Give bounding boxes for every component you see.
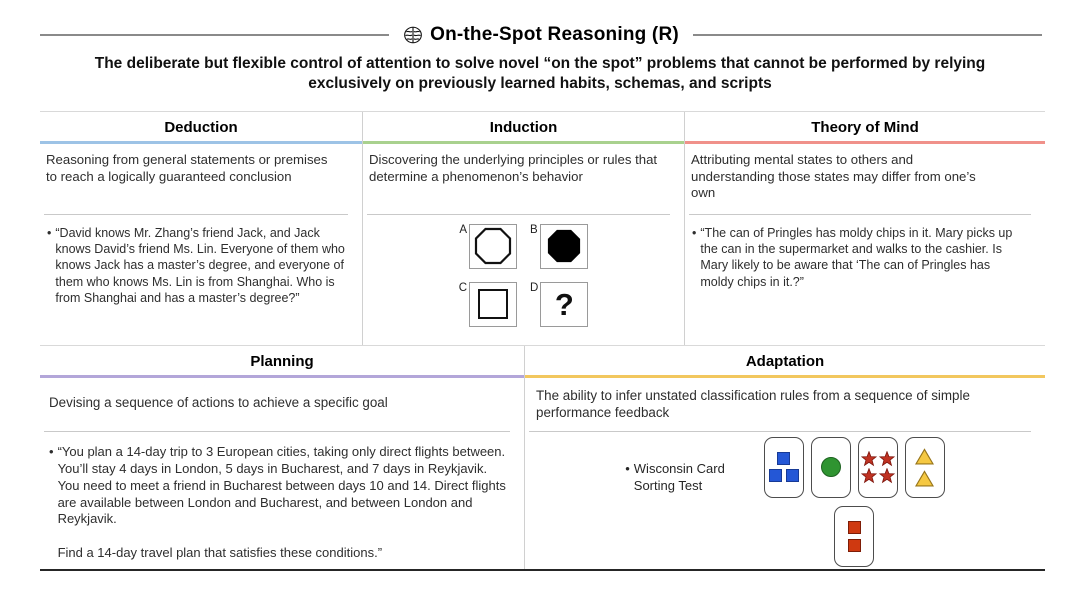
glyph-column xyxy=(915,448,935,487)
theory-of-mind-example: • “The can of Pringles has moldy chips i… xyxy=(685,215,1045,345)
square-icon xyxy=(847,538,861,552)
planning-definition: Devising a sequence of actions to achiev… xyxy=(49,394,388,410)
planning-separator xyxy=(44,430,510,432)
section-induction: Induction Discovering the underlying pri… xyxy=(363,111,685,345)
card-four-red-stars xyxy=(857,436,898,498)
glyph-grid xyxy=(860,450,895,484)
question-mark-icon: ? xyxy=(540,281,589,327)
title-center: On-the-Spot Reasoning (R) xyxy=(403,24,679,46)
triangle-icon xyxy=(915,448,935,465)
option-label: B xyxy=(530,223,538,236)
square-icon xyxy=(777,452,791,466)
wcst-stimulus-slot xyxy=(834,505,875,567)
triangle-icon xyxy=(915,470,935,487)
star-icon xyxy=(860,450,877,467)
theory-of-mind-separator xyxy=(689,213,1031,215)
induction-option-C: C xyxy=(458,281,517,327)
title-rule-right xyxy=(692,34,1042,36)
planning-example-text: “You plan a 14-day trip to 3 European ci… xyxy=(58,444,510,569)
induction-option-A: A xyxy=(459,223,517,269)
octagon-filled-icon xyxy=(539,223,588,269)
adaptation-example: • Wisconsin Card Sorting Test xyxy=(525,432,1045,569)
adaptation-definition: The ability to infer unstated classifica… xyxy=(536,387,970,420)
section-theory-of-mind: Theory of Mind Attributing mental states… xyxy=(685,112,1045,345)
octagon-outline-icon xyxy=(469,223,517,269)
deduction-separator xyxy=(44,213,348,215)
bullet: • xyxy=(49,443,54,459)
induction-definition: Discovering the underlying principles or… xyxy=(369,151,658,184)
shape-row: C D? xyxy=(458,281,589,327)
adaptation-separator xyxy=(529,430,1031,432)
option-label: D xyxy=(530,281,539,294)
wcst-cards-block xyxy=(763,436,945,569)
theory-of-mind-definition: Attributing mental states to others and … xyxy=(691,151,976,201)
star-icon xyxy=(878,467,895,484)
planning-example: • “You plan a 14-day trip to 3 European … xyxy=(40,432,524,569)
star-icon xyxy=(860,467,877,484)
title-rule-left xyxy=(40,34,390,36)
planning-example-paragraph-1: “You plan a 14-day trip to 3 European ci… xyxy=(57,443,506,527)
deduction-example-text: “David knows Mr. Zhang’s friend Jack, an… xyxy=(55,225,345,305)
adaptation-header: Adaptation xyxy=(525,346,1045,378)
circle-icon xyxy=(820,457,841,478)
induction-header: Induction xyxy=(363,112,684,144)
deduction-header: Deduction xyxy=(40,112,362,144)
planning-example-paragraph-2: Find a 14-day travel plan that satisfies… xyxy=(57,545,383,561)
induction-option-B: B xyxy=(530,223,588,269)
option-label: A xyxy=(459,223,467,236)
card-one-green-circle xyxy=(810,436,851,498)
glyph-column xyxy=(847,520,861,552)
deduction-definition: Reasoning from general statements or pre… xyxy=(46,151,328,184)
wcst-label-text: Wisconsin Card Sorting Test xyxy=(633,460,725,493)
bottom-sections-grid: Planning Devising a sequence of actions … xyxy=(40,344,1045,571)
star-icon xyxy=(878,450,895,467)
induction-option-D: D? xyxy=(530,281,589,327)
planning-header: Planning xyxy=(40,346,524,378)
bullet: • xyxy=(625,460,630,476)
card-two-yellow-triangles xyxy=(904,436,945,498)
square-icon xyxy=(768,469,782,483)
page-title: On-the-Spot Reasoning (R) xyxy=(430,24,679,45)
brain-icon xyxy=(403,25,423,45)
section-deduction: Deduction Reasoning from general stateme… xyxy=(40,111,363,345)
square-icon xyxy=(785,469,799,483)
top-sections-grid: Deduction Reasoning from general stateme… xyxy=(40,110,1045,345)
section-adaptation: Adaptation The ability to infer unstated… xyxy=(525,346,1045,569)
induction-separator xyxy=(367,213,670,215)
section-planning: Planning Devising a sequence of actions … xyxy=(40,345,525,569)
deduction-example: • “David knows Mr. Zhang’s friend Jack, … xyxy=(40,215,362,345)
glyph-row xyxy=(768,469,799,483)
theory-of-mind-example-text: “The can of Pringles has moldy chips in … xyxy=(700,225,1013,289)
square-icon xyxy=(847,520,861,534)
wcst-label: • Wisconsin Card Sorting Test xyxy=(625,461,744,569)
option-label: C xyxy=(458,281,467,294)
figure-subtitle: The deliberate but flexible control of a… xyxy=(94,55,986,93)
card-two-red-squares xyxy=(834,505,875,567)
wcst-target-cards-row xyxy=(763,436,945,498)
bullet: • xyxy=(692,225,697,240)
card-three-blue-squares xyxy=(763,436,804,498)
square-outline-icon xyxy=(469,281,517,327)
bullet: • xyxy=(47,225,52,240)
reasoning-table: Deduction Reasoning from general stateme… xyxy=(40,110,1045,571)
theory-of-mind-header: Theory of Mind xyxy=(685,112,1045,144)
title-row: On-the-Spot Reasoning (R) xyxy=(40,24,1042,46)
